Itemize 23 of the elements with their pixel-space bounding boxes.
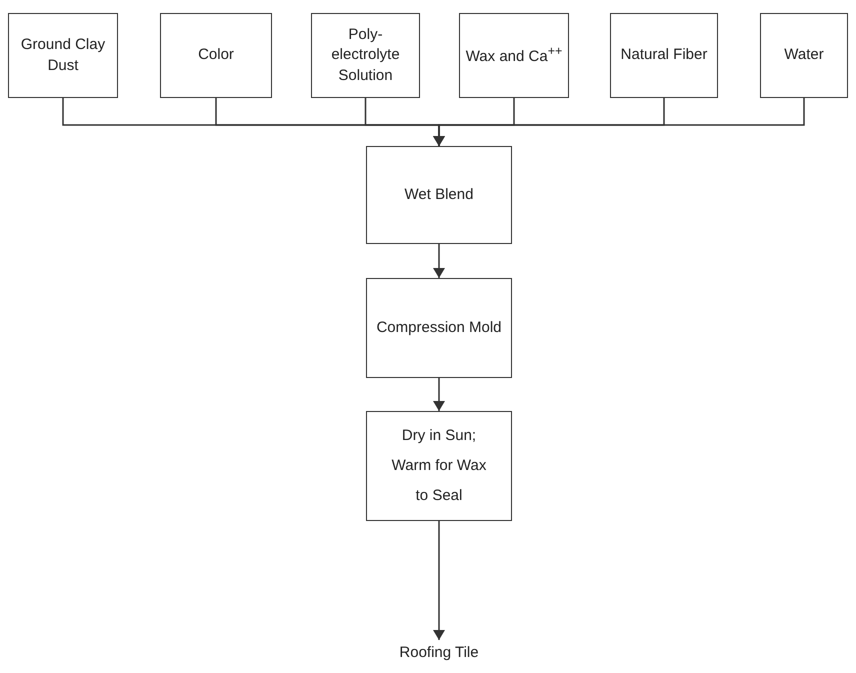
process-box (160, 13, 272, 98)
box-label: Water (784, 45, 824, 66)
box-label: Ground Clay Dust (20, 35, 106, 76)
process-box (366, 411, 512, 521)
process-box (610, 13, 718, 98)
box-label: Wet Blend (404, 184, 474, 205)
arrow (433, 98, 805, 146)
box-label: Dry in Sun; Warm for Wax to Seal (390, 426, 488, 506)
arrow (433, 521, 445, 640)
arrow (433, 378, 445, 411)
box-label: Color (198, 45, 234, 66)
process-box (8, 13, 118, 98)
box-label: Natural Fiber (620, 45, 708, 66)
arrow (433, 244, 445, 278)
process-box (760, 13, 848, 98)
process-box (366, 278, 512, 378)
process-box (366, 146, 512, 244)
box-label: Compression Mold (376, 318, 502, 338)
process-box (311, 13, 420, 98)
output-label: Roofing Tile (399, 642, 479, 663)
process-box (459, 13, 569, 98)
box-label: Poly- electrolyte Solution (330, 25, 401, 86)
box-label: Wax and Ca$^{++}$ (466, 43, 562, 68)
